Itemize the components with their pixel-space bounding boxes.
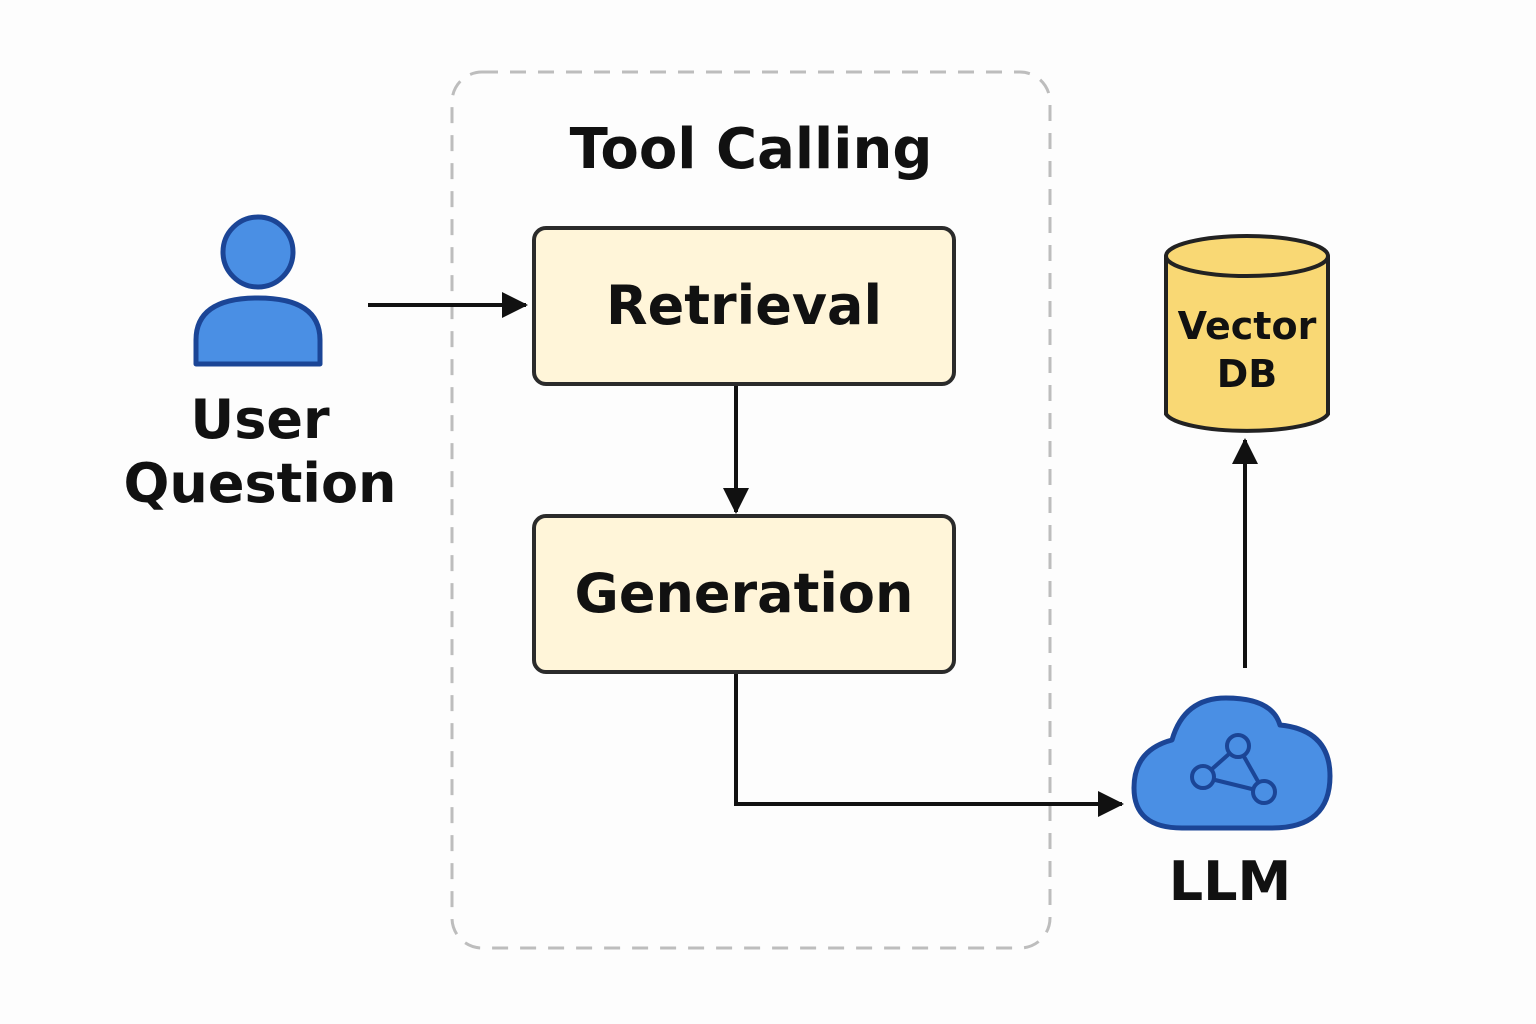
tool-calling-group-border — [450, 70, 1052, 950]
database-icon — [1164, 234, 1330, 433]
llm-label: LLM — [1168, 850, 1292, 913]
user-question-line-2: Question — [123, 452, 397, 515]
generation-box[interactable] — [532, 514, 956, 674]
tool-calling-title: Tool Calling — [569, 117, 933, 182]
retrieval-label: Retrieval — [606, 274, 882, 337]
network-graph-icon — [1190, 733, 1277, 805]
vector-db-line-1: Vector — [1177, 304, 1317, 348]
user-question-label: User Question — [110, 388, 410, 516]
arrow-generation-to-llm — [734, 674, 1124, 817]
user-icon — [193, 214, 323, 367]
user-question-line-1: User — [190, 388, 330, 451]
vector-db-line-2: DB — [1216, 352, 1278, 396]
retrieval-box[interactable] — [532, 226, 956, 386]
vector-db-label: Vector DB — [1166, 302, 1328, 398]
cloud-icon — [1131, 695, 1333, 831]
generation-label: Generation — [574, 562, 914, 625]
